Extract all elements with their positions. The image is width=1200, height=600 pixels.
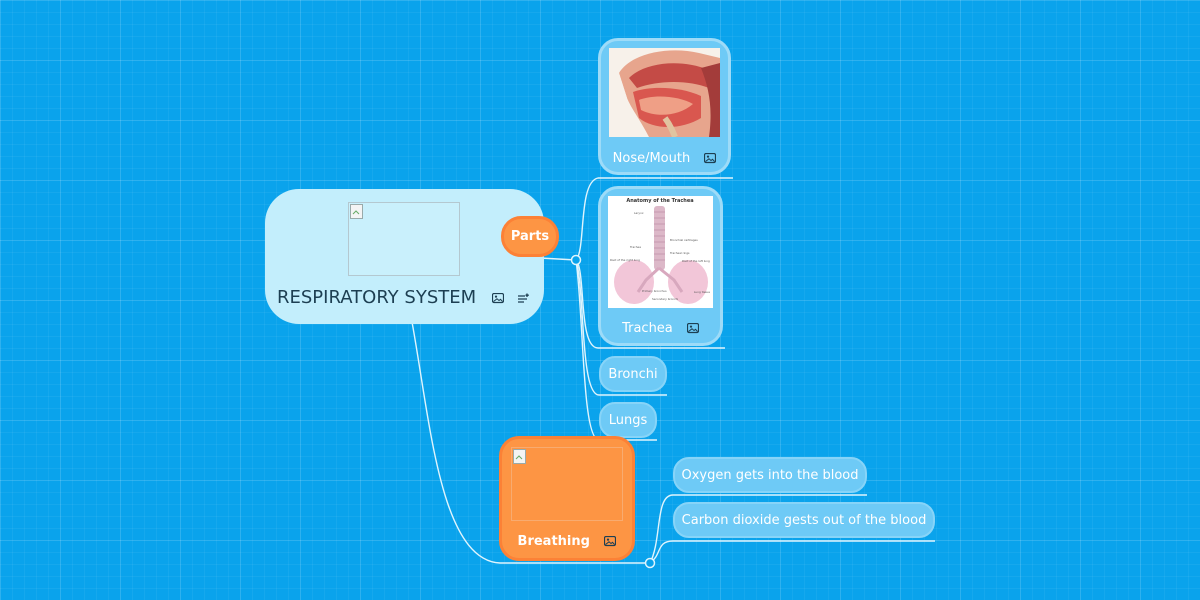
link-parts-nose bbox=[575, 177, 733, 261]
nose-mouth-label: Nose/Mouth bbox=[601, 151, 728, 166]
trachea-label-secondary-bronchi: Secondary bronchi bbox=[652, 297, 678, 301]
breathing-connector-dot bbox=[644, 557, 656, 569]
root-title-text: RESPIRATORY SYSTEM bbox=[277, 287, 477, 308]
image-icon[interactable] bbox=[491, 292, 504, 304]
image-icon[interactable] bbox=[686, 323, 699, 334]
breathing-image-placeholder bbox=[511, 447, 623, 521]
link-root-breathing bbox=[411, 321, 650, 564]
link-breathing-oxygen bbox=[649, 494, 867, 564]
trachea-text: Trachea bbox=[622, 321, 673, 336]
nose-mouth-text: Nose/Mouth bbox=[612, 151, 691, 166]
breathing-text: Breathing bbox=[517, 534, 590, 549]
image-icon[interactable] bbox=[604, 536, 617, 547]
broken-image-icon bbox=[350, 204, 363, 219]
nose-mouth-image bbox=[609, 48, 720, 137]
trachea-node[interactable]: Anatomy of the Trachea Larynx Trachea Br… bbox=[598, 186, 723, 346]
nose-mouth-node[interactable]: Nose/Mouth bbox=[598, 38, 731, 175]
trachea-label-left-root: Root of the left lung bbox=[682, 259, 710, 263]
trachea-label-rings: Tracheal rings bbox=[669, 251, 690, 255]
parts-connector-dot bbox=[570, 254, 582, 266]
bronchi-node[interactable]: Bronchi bbox=[599, 356, 667, 392]
link-root-parts bbox=[539, 257, 577, 261]
root-node[interactable]: RESPIRATORY SYSTEM bbox=[265, 189, 544, 324]
image-icon[interactable] bbox=[704, 153, 717, 164]
oxygen-node[interactable]: Oxygen gets into the blood bbox=[673, 457, 867, 493]
breathing-node[interactable]: Breathing bbox=[499, 436, 635, 561]
broken-image-icon bbox=[513, 449, 526, 464]
link-parts-trachea bbox=[575, 259, 725, 349]
trachea-label-trachea: Trachea bbox=[629, 245, 641, 249]
trachea-label: Trachea bbox=[601, 321, 720, 336]
link-breathing-co2 bbox=[649, 540, 935, 564]
trachea-label-cartilages: Bronchial cartilages bbox=[670, 238, 698, 242]
notes-icon[interactable] bbox=[517, 293, 530, 304]
trachea-image: Anatomy of the Trachea Larynx Trachea Br… bbox=[608, 196, 713, 308]
root-title: RESPIRATORY SYSTEM bbox=[277, 287, 530, 308]
lungs-label: Lungs bbox=[608, 412, 648, 428]
trachea-label-right-root: Root of the right lung bbox=[610, 258, 640, 262]
trachea-label-primary-bronchus: Primary bronchus bbox=[642, 289, 667, 293]
root-image-placeholder bbox=[348, 202, 460, 276]
link-parts-bronchi bbox=[575, 259, 667, 396]
trachea-label-larynx: Larynx bbox=[634, 211, 644, 215]
carbon-dioxide-label: Carbon dioxide gests out of the blood bbox=[681, 512, 927, 528]
lungs-node[interactable]: Lungs bbox=[599, 402, 657, 438]
bronchi-label: Bronchi bbox=[608, 366, 658, 382]
oxygen-label: Oxygen gets into the blood bbox=[681, 467, 859, 483]
parts-node[interactable]: Parts bbox=[501, 216, 559, 257]
trachea-label-lung-tissue: Lung tissue bbox=[694, 290, 710, 294]
carbon-dioxide-node[interactable]: Carbon dioxide gests out of the blood bbox=[673, 502, 935, 538]
parts-label: Parts bbox=[510, 229, 550, 244]
breathing-label: Breathing bbox=[502, 534, 632, 549]
trachea-image-title: Anatomy of the Trachea bbox=[626, 198, 693, 204]
